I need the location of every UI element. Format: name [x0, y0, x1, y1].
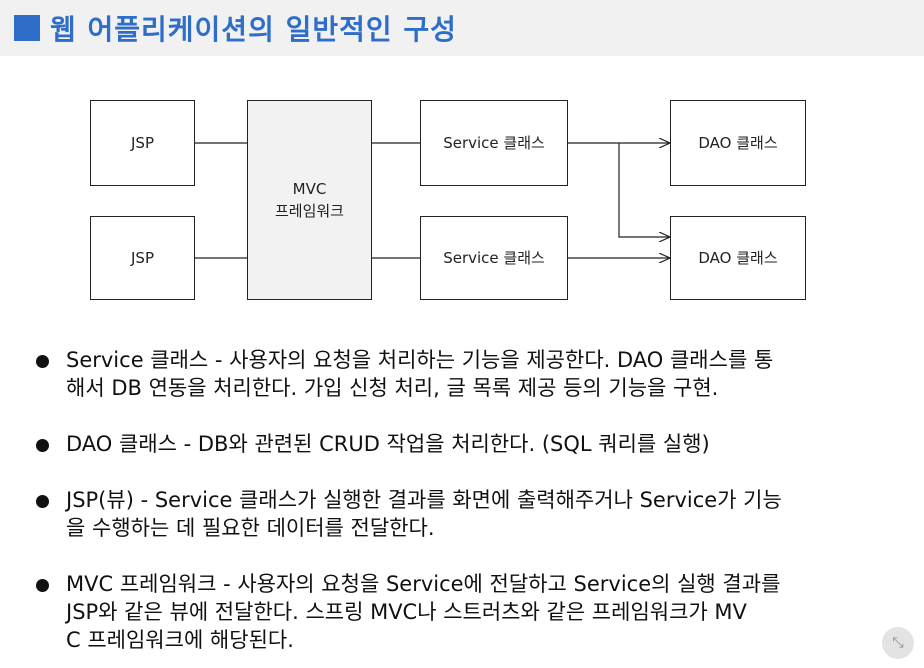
dao-box-2-label: DAO 클래스: [698, 249, 778, 267]
mvc-framework-box: MVC 프레임워크: [247, 100, 372, 300]
bullet-icon: [36, 355, 49, 368]
page-title: 웹 어플리케이션의 일반적인 구성: [50, 13, 457, 46]
service-box-2: Service 클래스: [420, 216, 568, 300]
list-item: Service 클래스 - 사용자의 요청을 처리하는 기능을 제공한다. DA…: [36, 346, 773, 402]
dao-box-2: DAO 클래스: [670, 216, 806, 300]
list-item: JSP(뷰) - Service 클래스가 실행한 결과를 화면에 출력해주거나…: [36, 486, 782, 542]
list-item-line: Service 클래스 - 사용자의 요청을 처리하는 기능을 제공한다. DA…: [66, 348, 774, 372]
list-item: MVC 프레임워크 - 사용자의 요청을 Service에 전달하고 Servi…: [36, 570, 780, 654]
collapse-arrows-icon[interactable]: ⤡: [882, 627, 914, 659]
dao-box-1-label: DAO 클래스: [698, 134, 778, 152]
list-item-line: C 프레임워크에 해당된다.: [66, 628, 294, 652]
title-bar: 웹 어플리케이션의 일반적인 구성: [0, 0, 924, 56]
jsp-box-1: JSP: [90, 100, 195, 186]
arrow-service1-dao2: [618, 143, 670, 237]
service-box-1-label: Service 클래스: [443, 134, 545, 152]
list-item-line: 해서 DB 연동을 처리한다. 가입 신청 처리, 글 목록 제공 등의 기능을…: [66, 376, 719, 400]
list-item: DAO 클래스 - DB와 관련된 CRUD 작업을 처리한다. (SQL 쿼리…: [36, 430, 710, 458]
service-box-1: Service 클래스: [420, 100, 568, 186]
dao-box-1: DAO 클래스: [670, 100, 806, 186]
bullet-icon: [36, 439, 49, 452]
list-item-line: JSP와 같은 뷰에 전달한다. 스프링 MVC나 스트러츠와 같은 프레임워크…: [66, 600, 747, 624]
mvc-box-label-line2: 프레임워크: [274, 202, 344, 220]
title-square-icon: [14, 15, 40, 41]
mvc-box-label-line1: MVC: [292, 180, 327, 198]
bullet-icon: [36, 579, 49, 592]
service-box-2-label: Service 클래스: [443, 249, 545, 267]
jsp-box-2-label: JSP: [131, 249, 154, 267]
architecture-diagram: [195, 0, 924, 340]
list-item-line: 을 수행하는 데 필요한 데이터를 전달한다.: [66, 516, 435, 540]
list-item-line: DAO 클래스 - DB와 관련된 CRUD 작업을 처리한다. (SQL 쿼리…: [66, 432, 710, 456]
jsp-box-1-label: JSP: [131, 134, 154, 152]
list-item-line: MVC 프레임워크 - 사용자의 요청을 Service에 전달하고 Servi…: [66, 572, 781, 596]
jsp-box-2: JSP: [90, 216, 195, 300]
list-item-line: JSP(뷰) - Service 클래스가 실행한 결과를 화면에 출력해주거나…: [66, 488, 782, 512]
bullet-icon: [36, 495, 49, 508]
